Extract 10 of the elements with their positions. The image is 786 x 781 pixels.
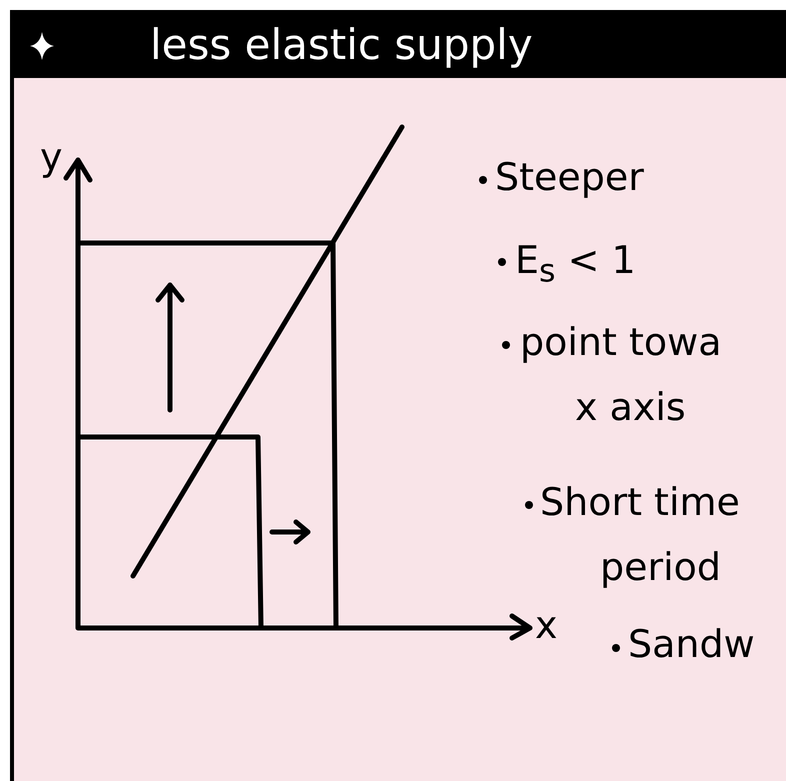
note-text: period	[600, 545, 722, 589]
axis-label: y	[40, 135, 62, 179]
note-text: E$_{s}$ < 1	[515, 238, 636, 292]
axis-label: x	[535, 603, 558, 647]
note-text: Short time	[540, 480, 740, 524]
note-text: Sandw	[628, 622, 755, 666]
note-text: x axis	[575, 385, 686, 429]
title: less elastic supply	[150, 20, 533, 70]
note-text: point towa	[520, 320, 722, 364]
note-text: Steeper	[495, 155, 644, 199]
